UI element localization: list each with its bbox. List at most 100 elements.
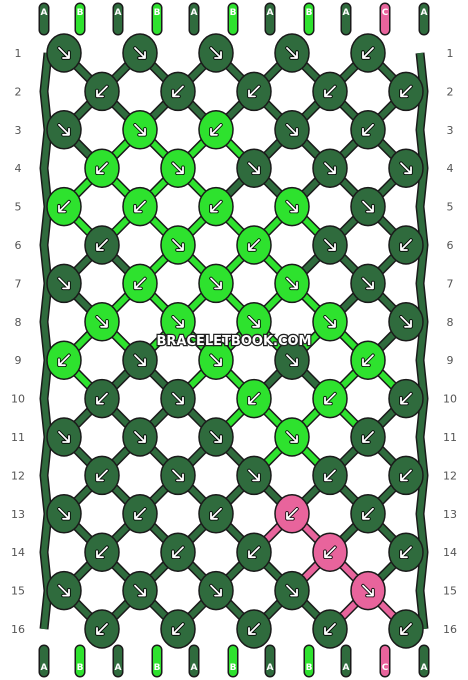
top-string-label: A: [343, 8, 350, 18]
arrow-down-left-icon: [96, 392, 108, 405]
arrow-down-left-icon: [96, 623, 108, 635]
knot: [350, 570, 386, 611]
knot: [274, 570, 310, 611]
knot: [198, 263, 234, 304]
knot: [312, 71, 348, 112]
knot: [312, 455, 348, 496]
top-string-label: A: [267, 8, 274, 18]
arrow-down-right-icon: [286, 431, 298, 443]
arrow-down-right-icon: [58, 123, 70, 136]
row-number-left: 4: [15, 162, 22, 175]
arrow-down-left-icon: [210, 200, 222, 213]
knot: [160, 532, 196, 572]
arrow-down-right-icon: [210, 47, 222, 59]
top-string-label: B: [306, 8, 313, 18]
knot: [312, 609, 348, 649]
knot: [274, 494, 310, 534]
arrow-down-right-icon: [324, 239, 336, 251]
arrow-down-right-icon: [362, 277, 374, 290]
left-edge-thread: [41, 52, 51, 630]
knot: [46, 417, 82, 457]
arrow-down-right-icon: [134, 431, 146, 443]
knot: [350, 494, 386, 534]
top-string-label: B: [154, 8, 161, 18]
arrow-down-left-icon: [210, 507, 222, 520]
knot: [388, 225, 424, 265]
knot: [122, 186, 158, 227]
arrow-down-right-icon: [134, 354, 146, 367]
arrow-down-right-icon: [286, 123, 298, 136]
row-number-left: 14: [11, 546, 25, 559]
site-watermark: BRACELETBOOK.COM: [157, 334, 312, 349]
knot: [274, 340, 310, 380]
knot: [198, 33, 234, 73]
knot: [388, 302, 424, 342]
knot: [274, 110, 310, 150]
arrow-down-right-icon: [362, 200, 374, 213]
knot: [312, 378, 348, 419]
arrow-down-right-icon: [362, 584, 374, 597]
arrow-down-left-icon: [400, 239, 412, 251]
top-string-label: C: [382, 8, 389, 18]
knot: [84, 71, 120, 112]
arrow-down-right-icon: [210, 584, 222, 597]
knot: [350, 263, 386, 304]
bottom-string-label: B: [77, 663, 84, 673]
arrow-down-right-icon: [172, 239, 184, 251]
knot: [46, 186, 82, 227]
knot: [312, 225, 348, 265]
knot: [350, 340, 386, 380]
arrow-down-left-icon: [400, 623, 412, 635]
bottom-string-label: B: [306, 663, 313, 673]
arrow-down-right-icon: [172, 392, 184, 405]
arrow-down-left-icon: [134, 507, 146, 520]
row-number-right: 12: [443, 469, 457, 482]
knot: [46, 570, 82, 611]
arrow-down-right-icon: [58, 431, 70, 443]
knot: [160, 71, 196, 112]
arrow-down-right-icon: [58, 507, 70, 520]
row-number-right: 6: [447, 239, 454, 252]
knot: [122, 417, 158, 457]
knot: [198, 110, 234, 150]
knot: [84, 609, 120, 649]
knot: [84, 302, 120, 342]
knot: [198, 186, 234, 227]
arrow-down-left-icon: [134, 277, 146, 290]
arrow-down-left-icon: [210, 123, 222, 136]
row-number-left: 13: [11, 508, 25, 521]
arrow-down-right-icon: [134, 47, 146, 59]
knot: [388, 378, 424, 419]
arrow-down-right-icon: [58, 584, 70, 597]
arrow-down-left-icon: [400, 469, 412, 482]
knot: [46, 494, 82, 534]
bottom-string-label: B: [154, 663, 161, 673]
knot: [122, 110, 158, 150]
knot: [84, 225, 120, 265]
row-number-left: 1: [15, 47, 22, 60]
row-number-right: 2: [447, 85, 454, 98]
row-number-left: 11: [11, 431, 25, 444]
knot: [46, 340, 82, 380]
row-number-right: 16: [443, 623, 457, 636]
arrow-down-right-icon: [210, 431, 222, 443]
top-string-label: A: [41, 8, 48, 18]
knot: [350, 33, 386, 73]
knot: [160, 148, 196, 188]
row-number-right: 7: [447, 277, 454, 290]
row-number-left: 15: [11, 585, 25, 598]
arrow-down-right-icon: [210, 277, 222, 290]
row-number-left: 7: [15, 277, 22, 290]
row-number-left: 9: [15, 354, 22, 367]
knot: [236, 148, 272, 188]
arrow-down-left-icon: [324, 469, 336, 482]
arrow-down-right-icon: [400, 162, 412, 175]
arrow-down-left-icon: [362, 507, 374, 520]
arrow-down-left-icon: [96, 469, 108, 482]
arrow-down-left-icon: [58, 354, 70, 367]
arrow-down-right-icon: [286, 200, 298, 213]
row-number-left: 10: [11, 393, 25, 406]
row-number-left: 12: [11, 469, 25, 482]
bottom-string-label: B: [230, 663, 237, 673]
